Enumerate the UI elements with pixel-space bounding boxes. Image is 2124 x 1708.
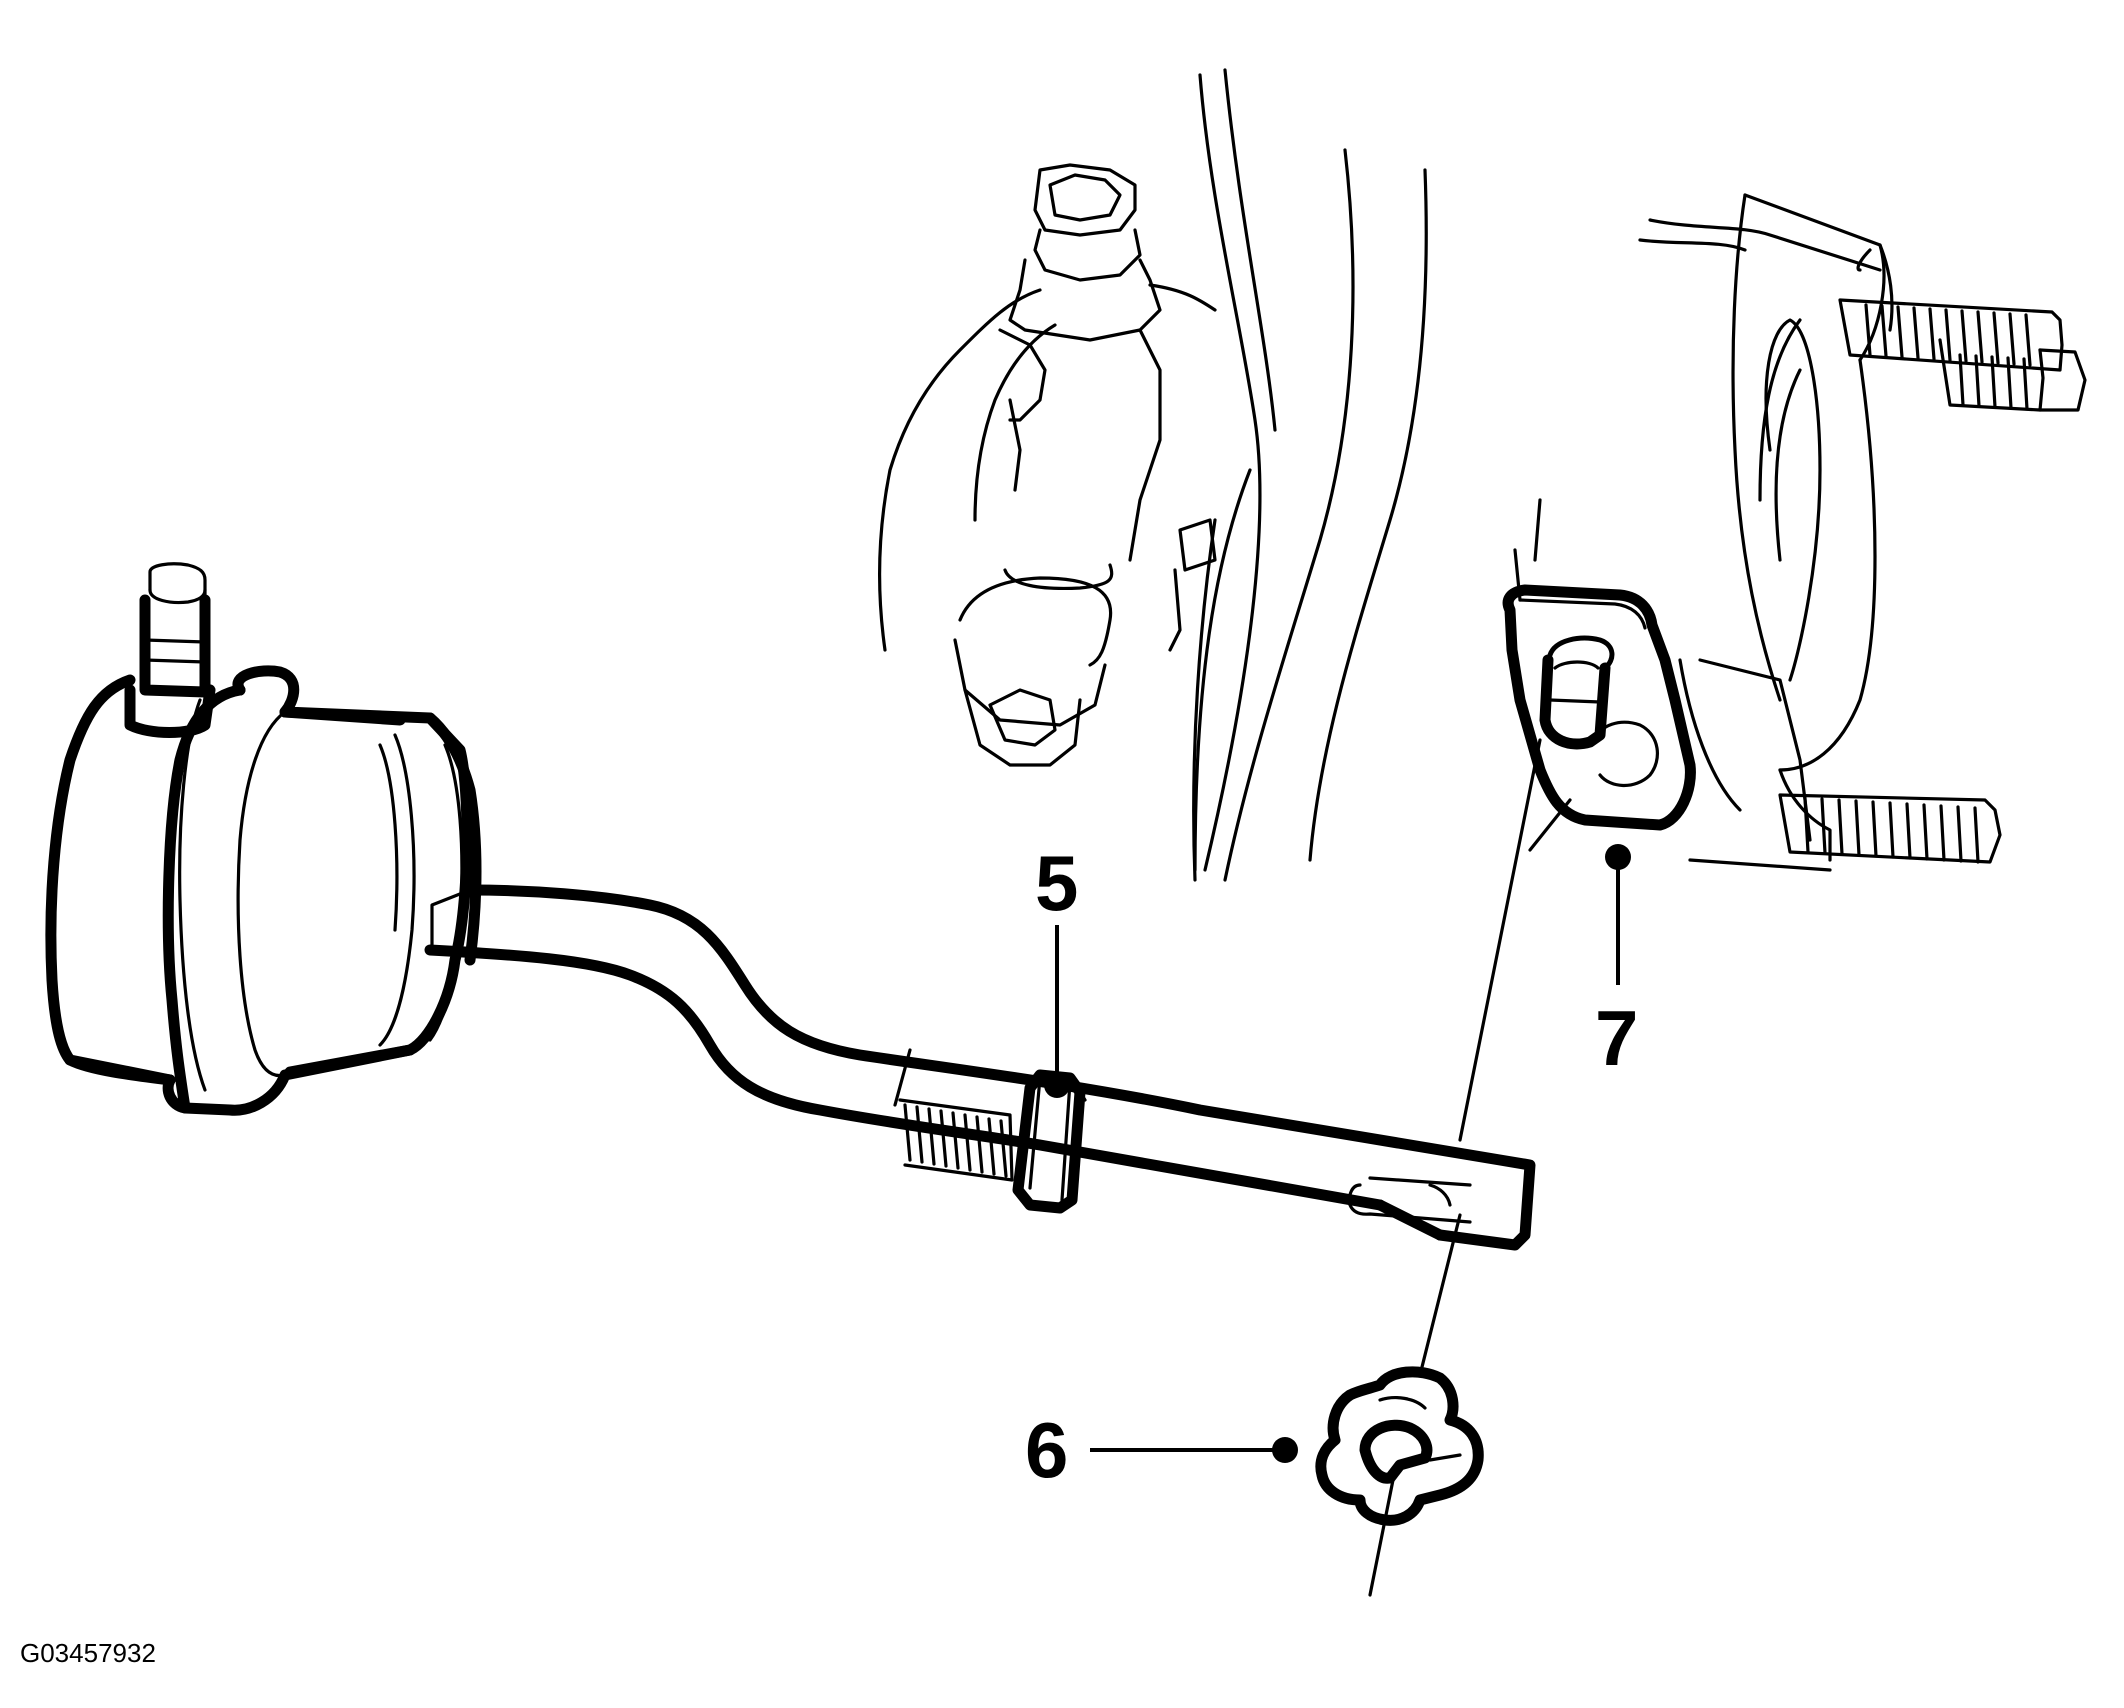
callout-5: 5 xyxy=(1035,839,1078,1098)
actuator-canister-icon xyxy=(45,562,482,1116)
assembly-centerline xyxy=(1368,738,1572,1597)
callout-7: 7 xyxy=(1595,844,1638,1082)
callout-6-label: 6 xyxy=(1025,1406,1068,1494)
actuator-rod-icon xyxy=(424,884,1536,1251)
callout-7-label: 7 xyxy=(1595,994,1638,1082)
callout-6: 6 xyxy=(1025,1406,1298,1494)
stud-upper-icon xyxy=(1838,298,2087,412)
turbocharger-housing-icon xyxy=(877,68,2087,882)
stud-lower-icon xyxy=(1778,793,2002,864)
mounting-bracket-icon xyxy=(1502,584,1696,831)
retaining-clip-icon xyxy=(1315,1366,1484,1526)
callout-5-label: 5 xyxy=(1035,839,1078,927)
figure-id: G03457932 xyxy=(20,1638,156,1668)
